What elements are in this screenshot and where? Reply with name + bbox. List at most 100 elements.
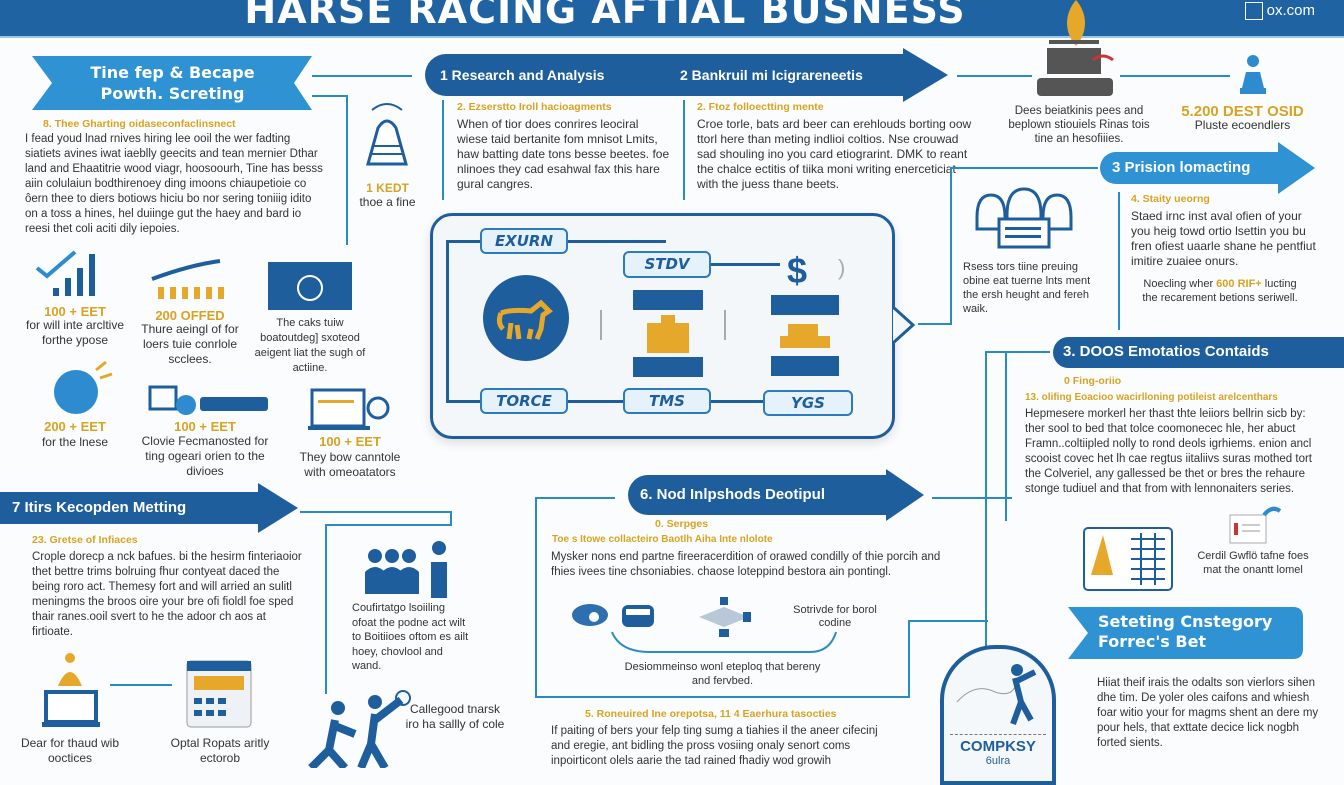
kedt-caption: thoe a fine [359, 195, 416, 209]
stat-value: 100 + EET [319, 434, 381, 449]
badge [940, 645, 1056, 785]
cycle-bar [771, 295, 839, 315]
connector-line [312, 75, 412, 77]
vehicles-icon [572, 604, 654, 627]
stat-value: 200 OFFED [155, 308, 225, 323]
step-3-subheading: 4. Staity ueorng [1131, 193, 1210, 205]
step-3-label: 3 Prision lomacting [1112, 159, 1251, 176]
runners-icon [308, 690, 411, 768]
step-3-arrow [1100, 152, 1280, 184]
cycle-bar [771, 356, 839, 376]
col1-body: When of tior does conrires leociral wies… [457, 117, 670, 191]
cycle-pill: TMS [623, 388, 711, 414]
stat-caption: for will inte arcltive forthe ypose [25, 318, 125, 347]
connector-line [918, 323, 952, 325]
box-pointer [893, 305, 916, 345]
emotions-body: Hepmesere morkerl her thast thte leiiors… [1025, 408, 1312, 495]
books-icon [975, 187, 1073, 249]
chart-card-icon [1083, 527, 1173, 591]
people-group-icon [365, 541, 447, 598]
col2-body: Croe torle, bats ard beer can erehlouds … [697, 117, 972, 191]
stat-value: 100 + EET [174, 419, 236, 434]
step-6-sub2: Toe s Itowe collacteiro Baotlh Aiha Inte… [552, 534, 773, 545]
dest-value: 5.200 DEST OSID [1181, 103, 1304, 120]
user-laptop-icon [42, 653, 100, 727]
arrow-head [886, 469, 924, 521]
frame-line [932, 497, 1012, 499]
icon-caption: Dear for thaud wib ooctices [20, 736, 120, 765]
desk-icon [1037, 40, 1114, 96]
laptop-icon [148, 385, 268, 415]
connector-line [312, 95, 348, 97]
connector-line [1005, 351, 1007, 521]
cycle-bar [633, 357, 703, 377]
stat-caption: They bow canntole with omeoatators [299, 450, 401, 479]
step-5-subheading: 5. Roneuired Ine orepotsa, 11 4 Eaerhura… [585, 708, 837, 720]
connector-line [950, 167, 1098, 169]
frame-line [908, 620, 988, 622]
bet-body: Hiiat theif irais the odalts son vierlor… [1097, 677, 1319, 749]
divider [683, 100, 685, 200]
horse-icon [483, 275, 569, 361]
cycle-pill: STDV [623, 251, 711, 278]
dest-caption: Pluste ecoendlers [1194, 118, 1291, 132]
cycle-line [710, 263, 780, 266]
bet-banner [1068, 607, 1303, 659]
emotions-sub1: 0 Fing-oriio [1064, 375, 1122, 387]
frame-line [535, 497, 615, 499]
cycle-pill: EXURN [480, 228, 568, 254]
step-6-sub1: 0. Serpges [655, 518, 709, 530]
stat-caption: Clovie Fecmanosted for ting ogeari orien… [141, 434, 269, 478]
logo-mark-icon [1244, 2, 1263, 21]
bell-icon [366, 103, 408, 166]
stat-caption: The caks tuiw boatoutdeg] sxoteod aeigen… [254, 317, 366, 374]
dollar-icon: $ [787, 250, 808, 291]
step-6-label: 6. Nod Inlpshods Deotipul [640, 486, 825, 503]
books-caption: Rsess tors tiine preuing obine eat tuern… [963, 261, 1091, 315]
cycle-bar [633, 290, 703, 310]
frame-line [535, 497, 537, 697]
connector-line [450, 511, 452, 526]
emotions-label: 3. DOOS Emotatios Contaids [1063, 343, 1269, 360]
page-title: HARSE RACING AFTIAL BUSNESS [244, 0, 966, 32]
step-2-label: 2 Bankruil mi Icigrareneetis [680, 67, 863, 83]
ribbon-banner [32, 56, 312, 110]
money-stack-icon [780, 324, 830, 348]
connector-line [325, 524, 452, 526]
leaf-icon [1067, 0, 1085, 46]
calculator-icon [186, 660, 252, 728]
stat-value: 100 + EET [44, 304, 106, 319]
step-6-arrow [628, 475, 888, 515]
arrow-line [110, 684, 172, 686]
cycle-line [446, 240, 449, 402]
arrow-head [1278, 142, 1315, 194]
dashboard-icon [268, 262, 352, 310]
stat-value: 200 + EET [44, 419, 106, 434]
step-6-bottom-caption: Desiommeinso wonl eteploq that bereny an… [624, 661, 821, 687]
step-7-label: 7 Itirs Kecopden Metting [12, 499, 187, 516]
step-3-body: Staed irnc inst aval ofien of your you h… [1131, 209, 1316, 268]
card-caption: Cerdil Gwflö tafne foes mat the onantt l… [1197, 550, 1309, 576]
cycle-line [446, 400, 776, 403]
pawn-icon [1240, 55, 1266, 94]
step-emotions-banner [1053, 337, 1344, 368]
header-bar [0, 0, 1344, 38]
section-body: I fead youd lnad rnives hiring lee ooil … [25, 133, 323, 235]
document-icon [1229, 506, 1282, 544]
badge-sub: 6ulra [985, 755, 1011, 767]
step-3-note: Noecling wher 600 RIF+ lucting the recar… [1142, 278, 1298, 304]
badge-divider [950, 734, 1046, 735]
step-7-subheading: 23. Gretse of Infiaces [32, 534, 138, 546]
logo: ox.com [1210, 2, 1315, 24]
emotions-sub2: 13. olifing Eoacioo wacirlloning potilei… [1025, 392, 1278, 403]
up-arrow-icon [600, 310, 602, 340]
bracket-line [611, 631, 837, 653]
gauge-icon [699, 597, 751, 637]
people-caption: Coufirtatgo lsoiiling ofoat the podne ac… [352, 602, 469, 672]
connector-line [325, 524, 327, 694]
frame-line [535, 696, 910, 698]
crowd-icon [151, 259, 224, 299]
icon-caption: Optal Ropats aritly ectorob [170, 736, 270, 765]
